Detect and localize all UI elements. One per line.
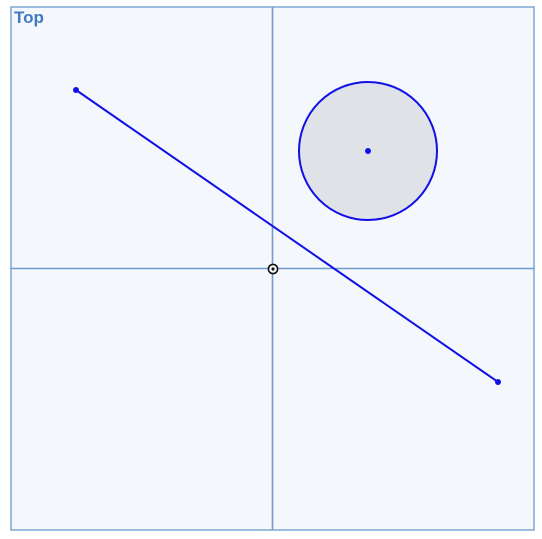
sketch-line[interactable]	[75, 89, 499, 383]
origin-icon[interactable]	[267, 263, 279, 275]
circle-center-point[interactable]	[365, 148, 371, 154]
line-end-point[interactable]	[495, 379, 501, 385]
line-start-point[interactable]	[73, 87, 79, 93]
view-label: Top	[14, 8, 44, 27]
